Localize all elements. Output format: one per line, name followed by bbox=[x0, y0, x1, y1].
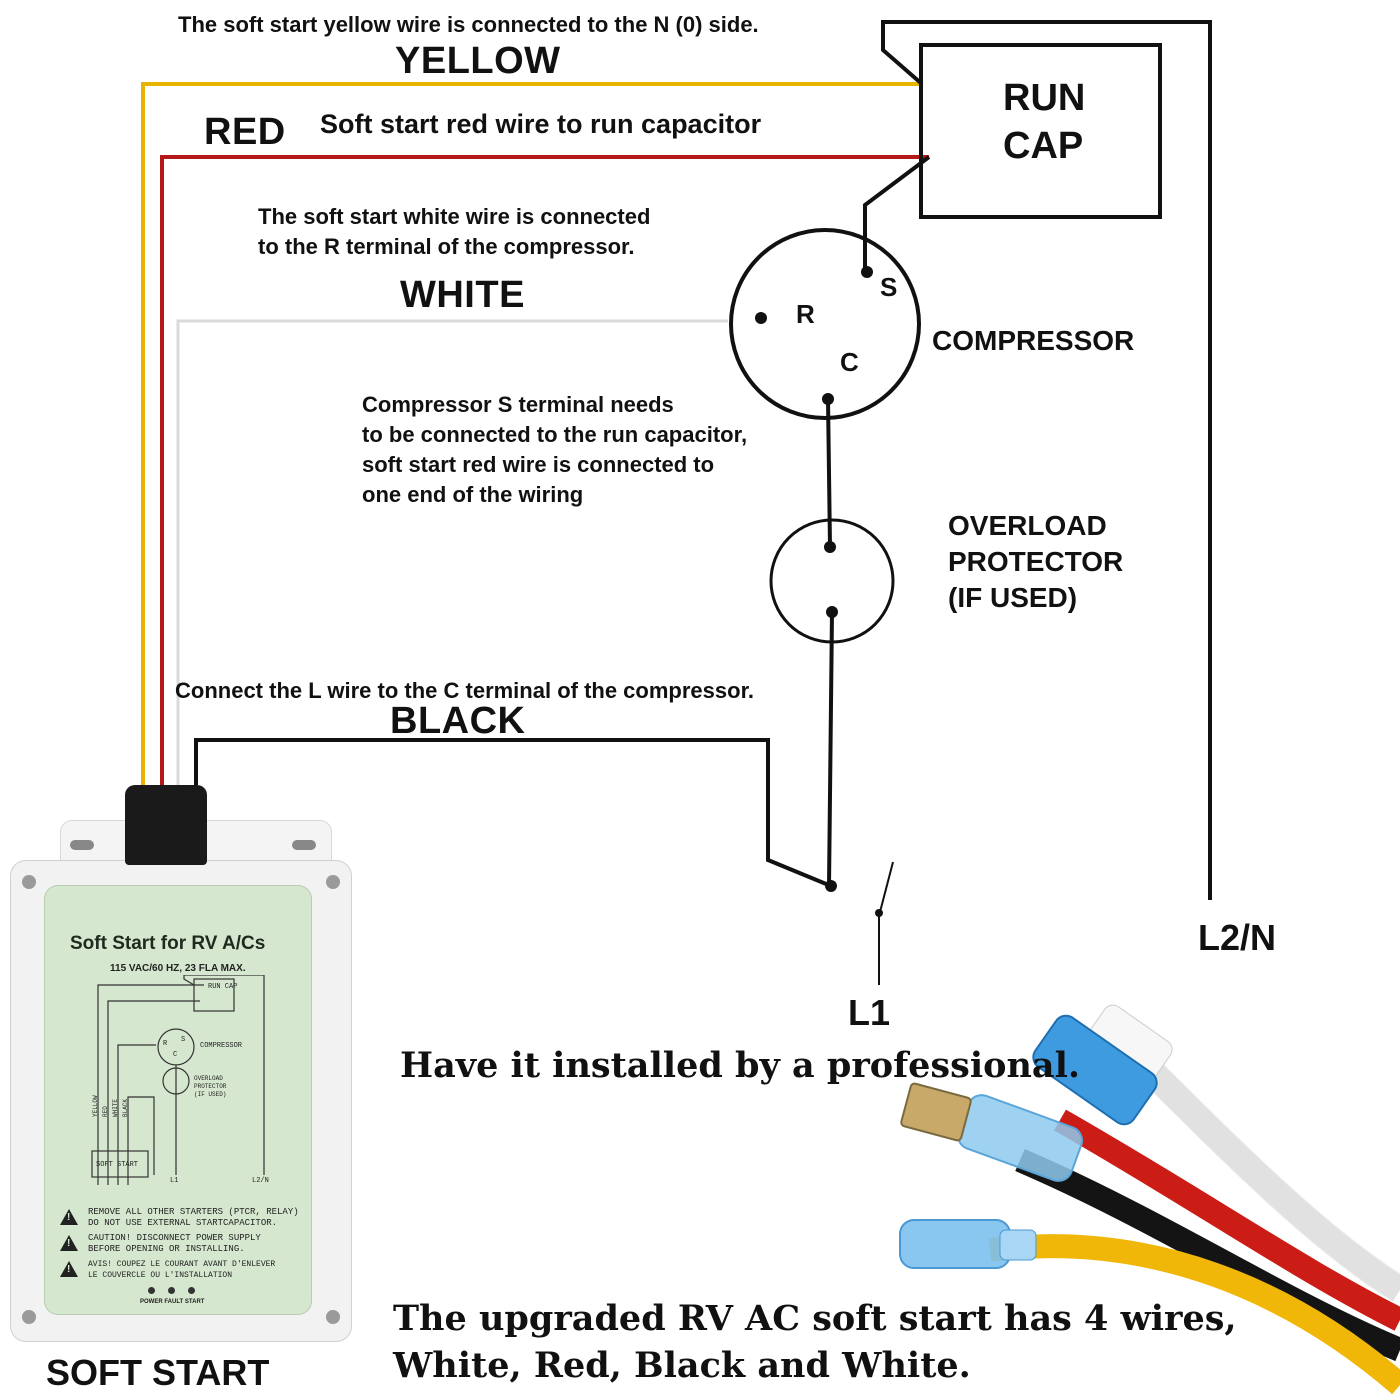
white-wire-note-line2: to the R terminal of the compressor. bbox=[258, 234, 635, 259]
mount-slot-left bbox=[70, 840, 94, 850]
fault-led-icon bbox=[168, 1287, 175, 1294]
mini-compressor-label: COMPRESSOR bbox=[200, 1042, 243, 1050]
run-cap-box bbox=[919, 43, 1162, 219]
yellow-wire bbox=[141, 82, 922, 790]
junction-dot bbox=[825, 880, 837, 892]
mini-white-label: WHITE bbox=[112, 1098, 119, 1117]
black-wire bbox=[194, 738, 832, 888]
screw-icon bbox=[326, 1310, 340, 1324]
run-cap-label-line1: RUN bbox=[1003, 77, 1086, 119]
start-led-icon bbox=[188, 1287, 195, 1294]
mini-l1-label: L1 bbox=[170, 1177, 179, 1185]
mini-l2n-label: L2/N bbox=[252, 1177, 269, 1185]
warning1-line1: REMOVE ALL OTHER STARTERS (PTCR, RELAY) bbox=[88, 1207, 299, 1217]
power-led-icon bbox=[148, 1287, 155, 1294]
compressor-label: COMPRESSOR bbox=[932, 325, 1135, 356]
overload-label-line1: OVERLOAD bbox=[948, 510, 1107, 541]
s-terminal-note-line1: Compressor S terminal needs bbox=[362, 392, 674, 417]
mini-overload-line3: (IF USED) bbox=[194, 1091, 227, 1098]
white-wire bbox=[176, 319, 728, 790]
mini-run-cap-label: RUN CAP bbox=[208, 983, 238, 991]
compressor-circle bbox=[729, 228, 921, 420]
mini-soft-start-label: SOFT START bbox=[96, 1161, 139, 1169]
terminal-s-dot bbox=[861, 266, 873, 278]
overload-to-l1-wire bbox=[827, 611, 834, 887]
overload-label-line3: (IF USED) bbox=[948, 582, 1078, 613]
cap-to-s-wire bbox=[863, 155, 931, 272]
warning2-line1: CAUTION! DISCONNECT POWER SUPPLY bbox=[88, 1233, 261, 1243]
mini-overload-line1: OVERLOAD bbox=[194, 1075, 223, 1082]
overload-dot-top bbox=[824, 541, 836, 553]
panel-mini-diagram bbox=[91, 975, 265, 1185]
cable-gland bbox=[125, 785, 207, 865]
mini-yellow-label: YELLOW bbox=[92, 1095, 99, 1117]
s-terminal-note-line2: to be connected to the run capacitor, bbox=[362, 422, 748, 447]
yellow-wire-label: YELLOW bbox=[395, 40, 561, 82]
white-wire-label: WHITE bbox=[400, 274, 525, 316]
wire-bundle-illustration bbox=[899, 1004, 1400, 1395]
terminal-s-label: S bbox=[880, 272, 898, 302]
mini-overload-line2: PROTECTOR bbox=[194, 1083, 227, 1090]
warning1-line2: DO NOT USE EXTERNAL STARTCAPACITOR. bbox=[88, 1218, 278, 1228]
mini-black-label: BLACK bbox=[122, 1098, 129, 1117]
terminal-r-label: R bbox=[796, 299, 815, 329]
overload-label-line2: PROTECTOR bbox=[948, 546, 1124, 577]
screw-icon bbox=[22, 1310, 36, 1324]
terminal-r-dot bbox=[755, 312, 767, 324]
screw-icon bbox=[326, 875, 340, 889]
black-wire-note: Connect the L wire to the C terminal of … bbox=[175, 678, 755, 703]
s-terminal-note-line3: soft start red wire is connected to bbox=[362, 452, 715, 477]
warning3-line1: AVIS! COUPEZ LE COURANT AVANT D'ENLEVER bbox=[88, 1260, 276, 1269]
warning-icon bbox=[60, 1235, 78, 1251]
s-terminal-note-line4: one end of the wiring bbox=[362, 482, 584, 507]
l1-label: L1 bbox=[848, 992, 891, 1033]
l2n-wire bbox=[881, 20, 1212, 900]
warning-icon bbox=[60, 1261, 78, 1277]
l2n-label: L2/N bbox=[1198, 917, 1277, 958]
upgrade-caption-line1: The upgraded RV AC soft start has 4 wire… bbox=[393, 1298, 1237, 1339]
white-wire-note-line1: The soft start white wire is connected bbox=[258, 204, 651, 229]
warning2-line2: BEFORE OPENING OR INSTALLING. bbox=[88, 1244, 245, 1254]
device-label-panel: Soft Start for RV A/Cs 115 VAC/60 HZ, 23… bbox=[44, 885, 312, 1315]
soft-start-label: SOFT START bbox=[46, 1352, 270, 1393]
mini-red-label: RED bbox=[102, 1106, 109, 1117]
mini-s-label: S bbox=[181, 1036, 186, 1044]
mini-r-label: R bbox=[163, 1040, 168, 1048]
yellow-wire-note: The soft start yellow wire is connected … bbox=[178, 12, 759, 37]
l1-switch-arm bbox=[879, 861, 894, 913]
mini-c-label: C bbox=[173, 1051, 178, 1059]
c-to-overload-wire bbox=[826, 398, 832, 548]
black-wire-label: BLACK bbox=[390, 700, 526, 742]
upgrade-caption-line2: White, Red, Black and White. bbox=[393, 1345, 971, 1386]
red-wire-label: RED bbox=[204, 111, 286, 153]
warning-icon bbox=[60, 1209, 78, 1225]
red-wire bbox=[160, 155, 929, 790]
terminal-c-label: C bbox=[840, 347, 859, 377]
install-note: Have it installed by a professional. bbox=[400, 1045, 1081, 1086]
warning3-line2: LE COUVERCLE OU L'INSTALLATION bbox=[88, 1271, 233, 1280]
led-labels: POWER FAULT START bbox=[140, 1299, 205, 1305]
mount-slot-right bbox=[292, 840, 316, 850]
panel-title: Soft Start for RV A/Cs bbox=[70, 933, 266, 954]
panel-spec: 115 VAC/60 HZ, 23 FLA MAX. bbox=[110, 963, 246, 974]
screw-icon bbox=[22, 875, 36, 889]
red-wire-note: Soft start red wire to run capacitor bbox=[320, 109, 762, 139]
run-cap-label-line2: CAP bbox=[1003, 125, 1084, 167]
